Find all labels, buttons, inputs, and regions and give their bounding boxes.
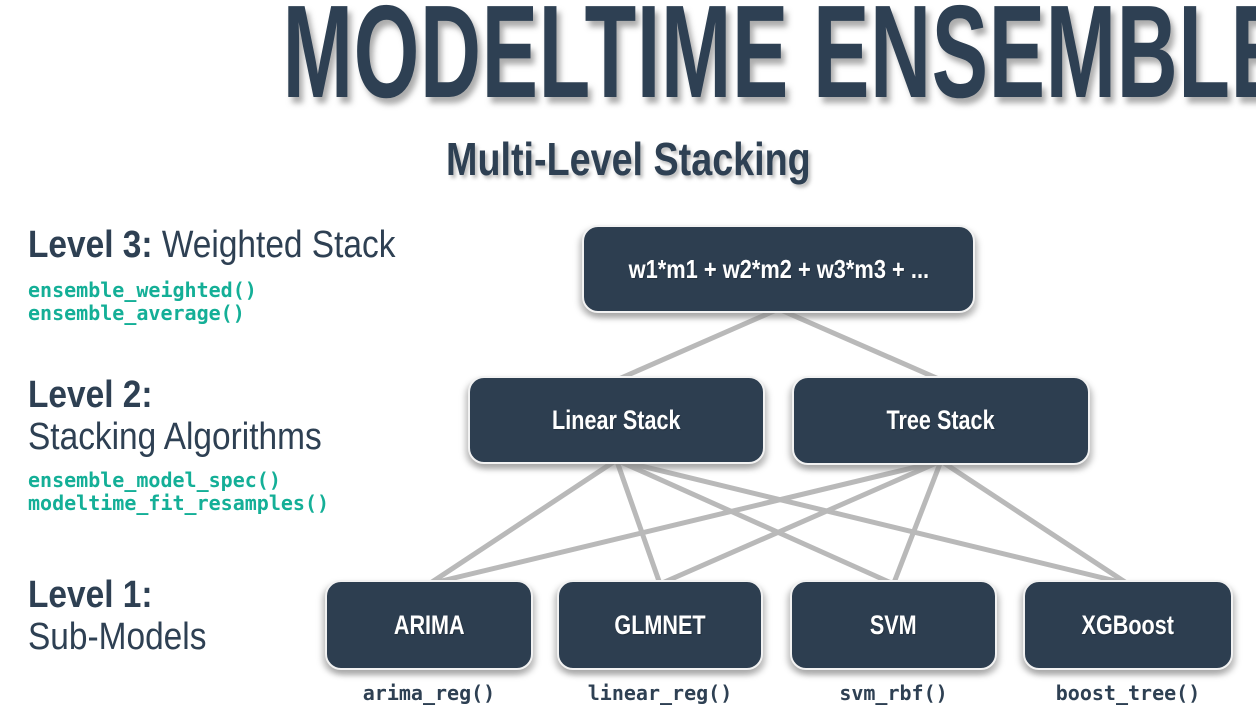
weighted-stack-formula-text: w1*m1 + w2*m2 + w3*m3 + ...: [628, 253, 929, 284]
level-1-number: Level 1:: [28, 574, 153, 616]
code-ensemble-model-spec: ensemble_model_spec(): [28, 468, 281, 492]
level-2-code-block: ensemble_model_spec() modeltime_fit_resa…: [28, 469, 362, 515]
level-1-heading: Level 1: Sub-Models: [28, 574, 231, 658]
xgboost-label: XGBoost: [1081, 609, 1175, 640]
glmnet-label: GLMNET: [614, 609, 706, 640]
level-3-number: Level 3:: [28, 224, 153, 266]
page-subtitle: Multi-Level Stacking: [0, 136, 1256, 182]
level-3-heading: Level 3: Weighted Stack: [28, 224, 446, 266]
fn-boost-tree: boost_tree(): [1055, 681, 1201, 705]
node-linear-stack: Linear Stack: [468, 376, 765, 464]
linear-stack-label: Linear Stack: [552, 404, 681, 435]
level-2-number: Level 2:: [28, 374, 153, 416]
page-title-text: MODELTIME ENSEMBLE: [282, 0, 1256, 125]
level-2-title: Stacking Algorithms: [28, 416, 322, 458]
svm-label: SVM: [870, 609, 917, 640]
page-subtitle-text: Multi-Level Stacking: [445, 133, 811, 185]
fn-arima-reg: arima_reg(): [362, 681, 496, 705]
node-xgboost: XGBoost: [1023, 580, 1233, 670]
level-3-code-block: ensemble_weighted() ensemble_average(): [28, 279, 446, 325]
level-1-section: Level 1: Sub-Models: [28, 574, 231, 658]
page-title: MODELTIME ENSEMBLE: [0, 0, 1256, 118]
node-glmnet: GLMNET: [557, 580, 763, 670]
level-3-section: Level 3: Weighted Stack ensemble_weighte…: [28, 224, 446, 325]
code-modeltime-fit-resamples: modeltime_fit_resamples(): [28, 491, 330, 515]
arima-label: ARIMA: [393, 609, 465, 640]
level-2-section: Level 2: Stacking Algorithms ensemble_mo…: [28, 374, 362, 515]
node-weighted-stack-formula: w1*m1 + w2*m2 + w3*m3 + ...: [582, 225, 975, 313]
tree-stack-label: Tree Stack: [886, 405, 996, 435]
level-1-title: Sub-Models: [28, 616, 207, 658]
node-svm: SVM: [790, 580, 997, 670]
fn-svm-rbf: svm_rbf(): [839, 681, 948, 705]
level-3-title: Weighted Stack: [161, 224, 396, 266]
level-2-heading: Level 2: Stacking Algorithms: [28, 374, 362, 458]
code-ensemble-weighted: ensemble_weighted(): [28, 278, 257, 302]
fn-linear-reg: linear_reg(): [587, 681, 733, 705]
code-ensemble-average: ensemble_average(): [28, 301, 245, 325]
node-arima: ARIMA: [325, 580, 533, 670]
node-tree-stack: Tree Stack: [792, 376, 1090, 465]
